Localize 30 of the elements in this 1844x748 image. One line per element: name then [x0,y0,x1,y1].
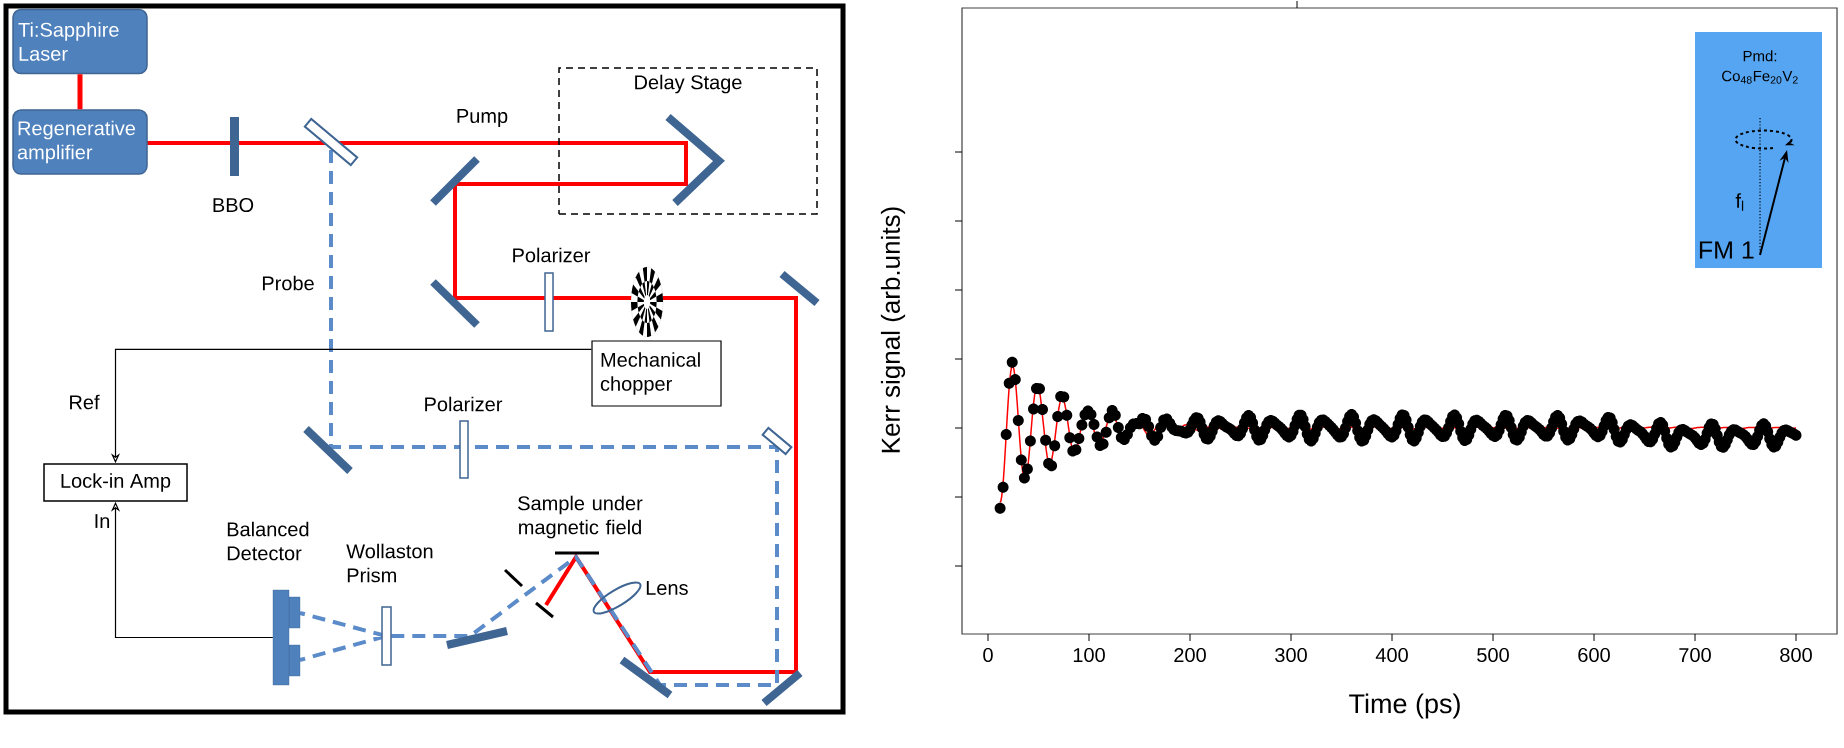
tick-label: 600 [1578,647,1610,663]
tick-label: 100 [1073,647,1105,663]
chopper-box: Mechanical chopper [591,340,722,407]
component-label: Lens [646,581,688,595]
edge-label: Ref [67,393,101,411]
delay-stage-box: Delay Stage [558,67,818,215]
component-label: BBO [213,197,254,213]
detector: Balanced Detector [227,521,309,686]
beam-line [77,74,83,110]
amplifier-box: Regenerative amplifier [12,109,148,175]
tick-label: 300 [1275,647,1307,663]
lock-in-box: Lock-in Amp [43,463,188,502]
component-label: Polarizer [513,247,591,263]
tick-label: 800 [1780,647,1812,663]
component-label: Wollaston Prism [346,543,433,583]
beam-label: Pump [457,109,508,127]
beam-label: Probe [262,275,314,291]
laser-box: Ti:Sapphire Laser [12,8,148,75]
node-label: Balanced Detector [227,521,309,561]
axis-title: Time (ps) [1349,693,1460,719]
tick-label: 0 [983,647,993,663]
tick-label: 400 [1375,647,1408,663]
tick-label: 700 [1679,647,1711,663]
tick-label: 200 [1174,647,1206,663]
tick-label: 500 [1477,647,1509,663]
component-label: Polarizer [425,396,503,412]
edge-label: In [92,513,112,529]
axis-title: Kerr signal (arb.units) [880,207,906,453]
inset-panel: Pmd: Co$_{48}$Fe$_{20}$V$_{2}$ f$_{l}$ FM 1 [1695,32,1822,268]
component-label: Sample under magnetic field [518,495,643,539]
